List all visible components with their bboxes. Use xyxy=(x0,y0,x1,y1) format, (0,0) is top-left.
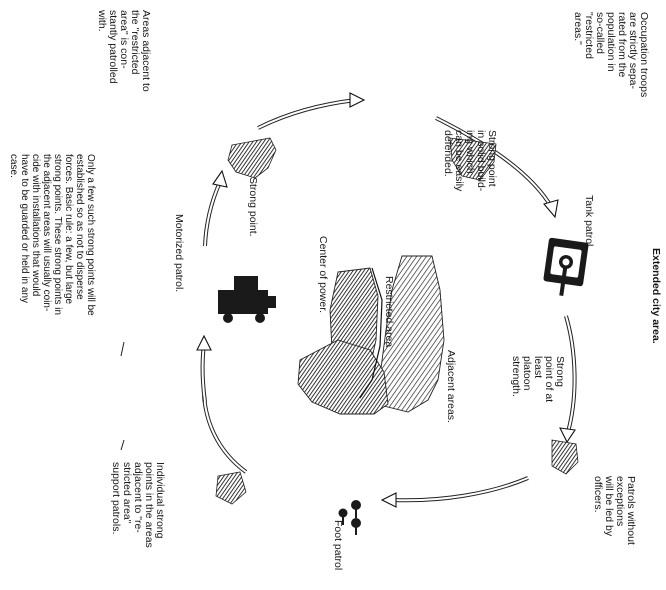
center-of-power-shape xyxy=(297,339,389,415)
label-center-of-power: Center of power. xyxy=(317,236,329,314)
route-arrow-bottom-left xyxy=(202,395,248,474)
label-occupation-troops: Occupation troops are strictly sepa- rat… xyxy=(572,12,650,98)
strong-points xyxy=(215,137,579,505)
label-strong-point-platoon: Strong point of at least platoon strengt… xyxy=(510,356,566,403)
label-restricted-area: Restricted area xyxy=(383,276,395,348)
label-tank-patrol: Tank patrol. xyxy=(583,195,595,250)
label-strong-point: Strong point. xyxy=(247,177,259,237)
label-patrols-without-exceptions: Patrols without exceptions will be led b… xyxy=(592,476,637,545)
strong-point-top-right xyxy=(449,137,497,181)
label-adjacent-areas: Adjacent areas. xyxy=(445,350,457,423)
central-area xyxy=(297,255,445,415)
strong-point-right xyxy=(551,439,579,475)
strong-point-top-left xyxy=(227,137,277,179)
tank-icon xyxy=(543,237,589,296)
adjacent-area-shape xyxy=(379,255,445,413)
label-only-a-few: Only a few such strong points will be es… xyxy=(8,154,96,316)
foot-patrol-icon xyxy=(338,500,361,535)
strong-point-bottom-left xyxy=(215,471,247,505)
tick-mark-1 xyxy=(120,341,125,357)
restricted-boundary-line xyxy=(359,267,383,399)
patrol-route xyxy=(196,92,577,508)
route-arrow-top xyxy=(257,98,357,130)
label-areas-adjacent: Areas adjacent to the "restricted area" … xyxy=(96,10,152,92)
label-individual-strong-points: Individual strong points in the areas ad… xyxy=(110,462,166,548)
route-arrow-left-top xyxy=(203,181,222,247)
label-motorized-patrol: Motorized patrol. xyxy=(173,214,185,293)
diagram-title: Extended city area. xyxy=(650,248,662,344)
label-foot-patrol: Foot patrol xyxy=(332,520,344,571)
label-strong-point-building: Strong point in solid build- ing which c… xyxy=(442,130,498,192)
motorized-patrol-icon xyxy=(218,276,276,323)
tick-mark-2 xyxy=(120,439,125,451)
